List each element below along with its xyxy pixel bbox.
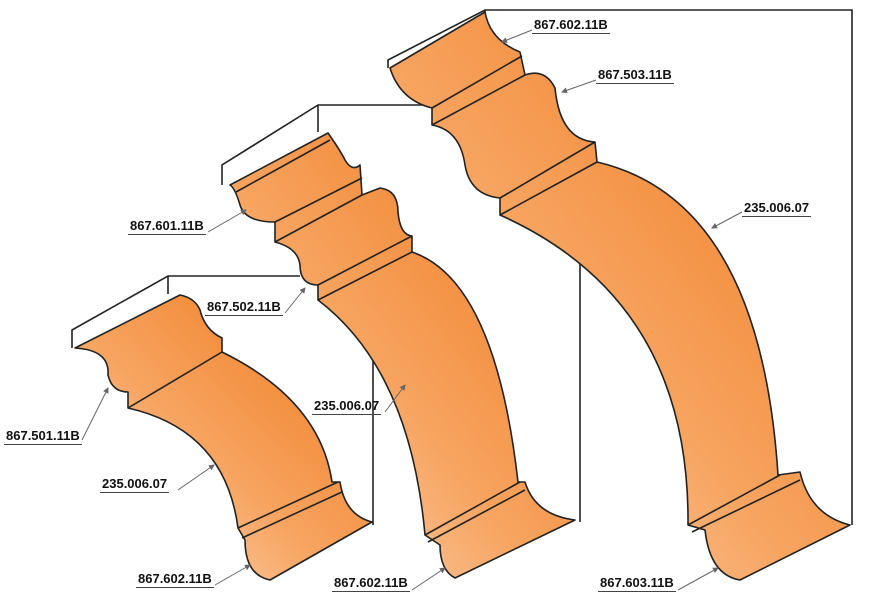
label-small-top: 867.501.11B [4, 428, 82, 445]
label-small-bottom: 867.602.11B [136, 571, 214, 588]
label-large-top: 867.602.11B [532, 17, 610, 34]
molding-large [389, 11, 851, 581]
leader-lines [81, 29, 743, 591]
label-large-bottom: 867.603.11B [598, 575, 676, 592]
label-small-middle: 235.006.07 [100, 476, 170, 493]
molding-medium [229, 132, 576, 579]
label-medium-second: 867.502.11B [205, 299, 283, 316]
label-large-middle: 235.006.07 [742, 200, 812, 217]
label-medium-middle: 235.006.07 [312, 398, 382, 415]
label-large-second: 867.503.11B [596, 67, 674, 84]
label-medium-bottom: 867.602.11B [332, 575, 410, 592]
label-medium-top: 867.601.11B [128, 218, 206, 235]
molding-small [74, 294, 373, 581]
